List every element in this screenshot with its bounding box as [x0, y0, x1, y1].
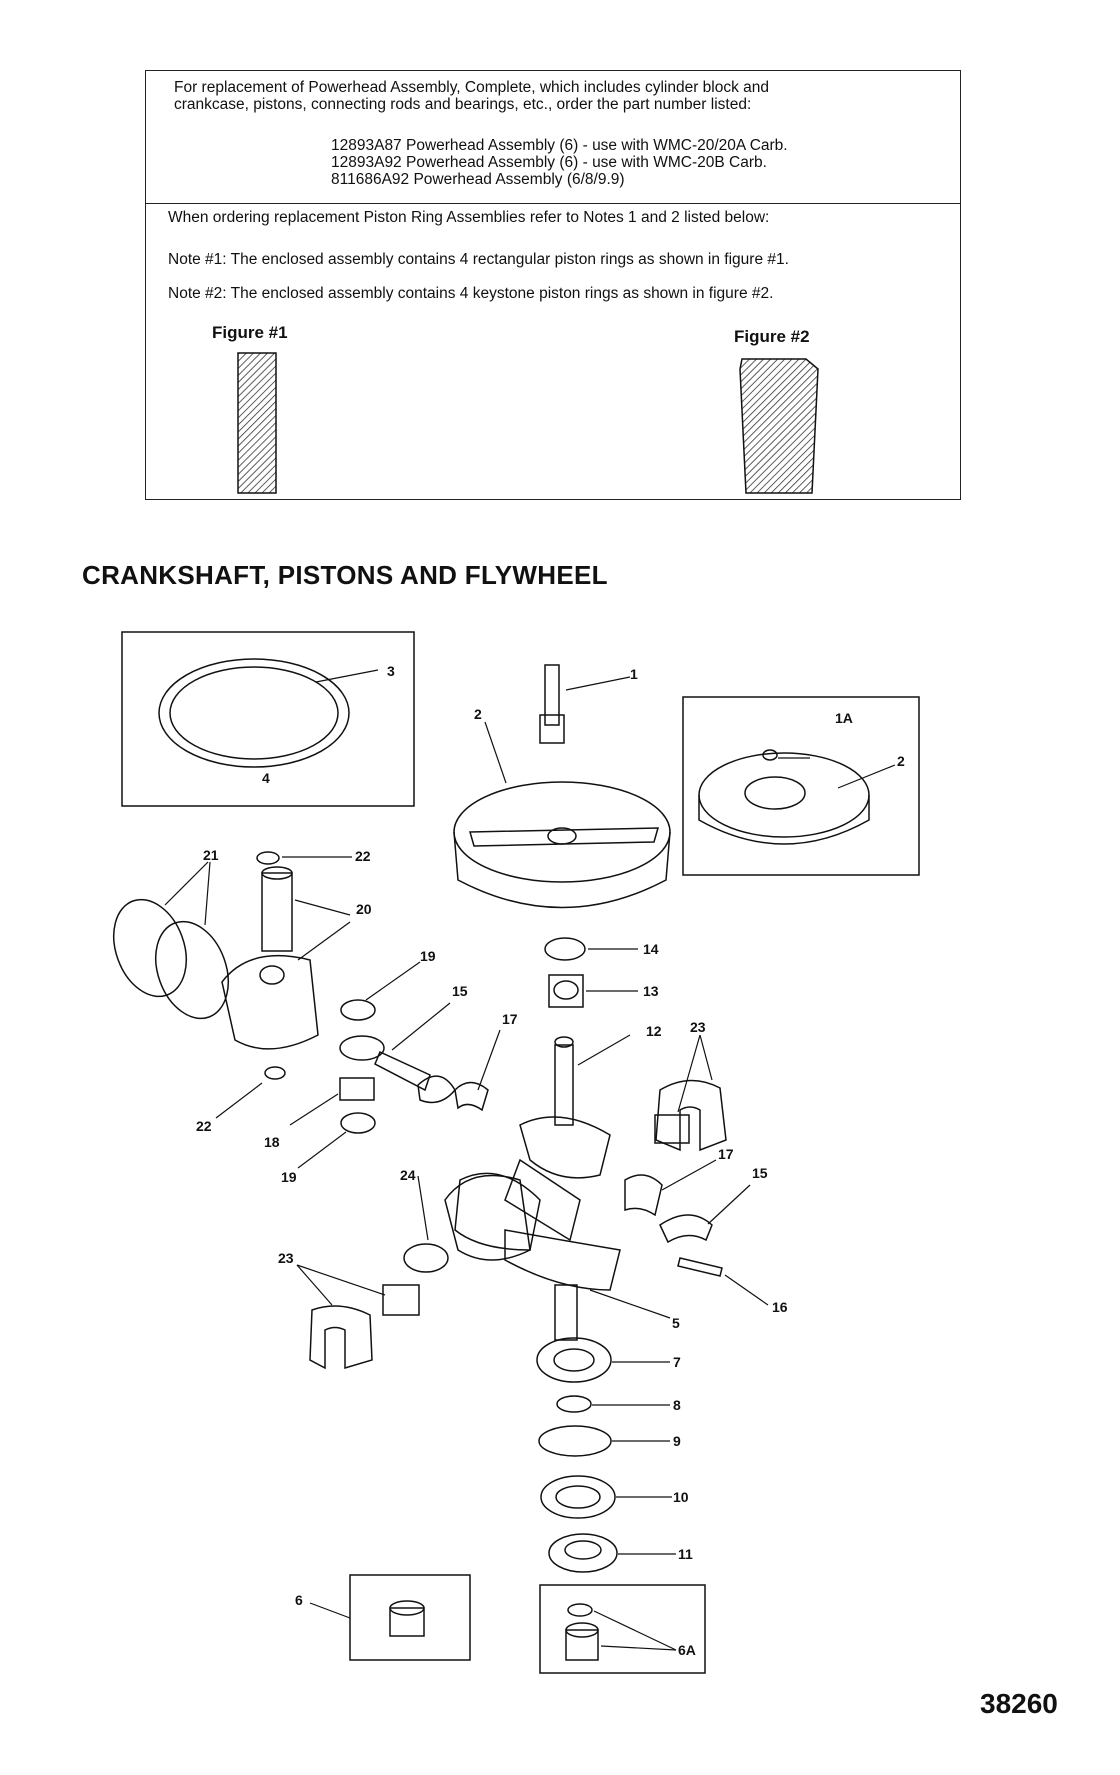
- ordering-instructions: When ordering replacement Piston Ring As…: [168, 209, 770, 226]
- document-number: 38260: [980, 1688, 1058, 1719]
- callout-7: 7: [673, 1354, 681, 1370]
- callout-10: 10: [673, 1489, 689, 1505]
- callout-9: 9: [673, 1433, 681, 1449]
- callout-14: 14: [643, 941, 659, 957]
- callout-4: 4: [262, 770, 270, 786]
- part-number-2: 12893A92 Powerhead Assembly (6) - use wi…: [331, 154, 767, 171]
- keystone-ring-profile: [739, 358, 819, 494]
- replacement-text-line1: For replacement of Powerhead Assembly, C…: [174, 79, 770, 96]
- callout-19-lower: 19: [281, 1169, 297, 1185]
- callout-23: 23: [690, 1019, 706, 1035]
- callout-22: 22: [355, 848, 371, 864]
- callout-11: 11: [678, 1546, 693, 1562]
- callout-15-right: 15: [752, 1165, 768, 1181]
- sleeve-inset: [309, 1574, 471, 1661]
- callout-23-left: 23: [278, 1250, 294, 1266]
- callout-12: 12: [646, 1023, 662, 1039]
- callout-6a: 6A: [678, 1642, 696, 1658]
- piston-pin: [261, 866, 351, 952]
- flywheel: [453, 781, 671, 909]
- note-1: Note #1: The enclosed assembly contains …: [168, 251, 789, 268]
- crankshaft: [454, 1034, 631, 1341]
- callout-2: 2: [474, 706, 482, 722]
- sleeve-kit-inset: [539, 1584, 706, 1674]
- callout-16: 16: [772, 1299, 788, 1315]
- notes-box: For replacement of Powerhead Assembly, C…: [145, 70, 961, 500]
- callout-5: 5: [672, 1315, 680, 1331]
- callout-17-right: 17: [718, 1146, 734, 1162]
- flywheel-alt-inset: [682, 696, 920, 876]
- callout-17: 17: [502, 1011, 518, 1027]
- callout-2-alt: 2: [897, 753, 905, 769]
- callout-22-lower: 22: [196, 1118, 212, 1134]
- figure-2-label: Figure #2: [734, 327, 810, 346]
- piston-rings: [113, 861, 229, 1020]
- flywheel-nut: [539, 664, 631, 744]
- part-number-1: 12893A87 Powerhead Assembly (6) - use wi…: [331, 137, 788, 154]
- ball-bearing: [536, 1337, 670, 1383]
- piston: [221, 921, 351, 1050]
- note-2: Note #2: The enclosed assembly contains …: [168, 285, 774, 302]
- powerhead-replacement-section: For replacement of Powerhead Assembly, C…: [146, 71, 960, 204]
- callout-8: 8: [673, 1397, 681, 1413]
- ring-profile-figures: [237, 352, 819, 494]
- rectangular-ring-profile: [237, 352, 277, 494]
- callout-18: 18: [264, 1134, 280, 1150]
- callout-13: 13: [643, 983, 659, 999]
- section-heading: CRANKSHAFT, PISTONS AND FLYWHEEL: [82, 560, 608, 590]
- callout-1: 1: [630, 666, 638, 682]
- part-number-3: 811686A92 Powerhead Assembly (6/8/9.9): [331, 171, 625, 188]
- callout-6: 6: [295, 1592, 303, 1608]
- callout-3: 3: [387, 663, 395, 679]
- replacement-text-line2: crankcase, pistons, connecting rods and …: [174, 96, 752, 113]
- callout-15: 15: [452, 983, 468, 999]
- connecting-rod: [339, 1002, 456, 1104]
- callout-20: 20: [356, 901, 372, 917]
- callout-1a: 1A: [835, 710, 853, 726]
- callout-19: 19: [420, 948, 436, 964]
- ring-gear-inset: [121, 631, 415, 807]
- figure-1-label: Figure #1: [212, 323, 288, 342]
- exploded-parts-diagram: 1 1A 2 2 3 4 5 6 6A 7 8 9 10 11 12 13 14…: [113, 631, 920, 1674]
- callout-21: 21: [203, 847, 219, 863]
- callout-24: 24: [400, 1167, 416, 1183]
